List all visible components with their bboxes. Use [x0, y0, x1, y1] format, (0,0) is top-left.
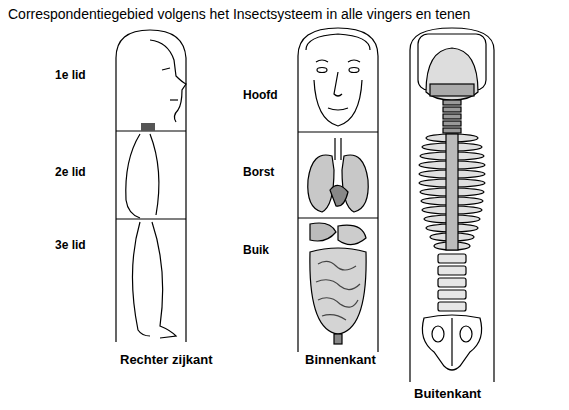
- intestines-outline: [310, 248, 366, 334]
- region-label: Borst: [243, 165, 274, 179]
- skull-base: [430, 84, 474, 96]
- outer-view-finger: [410, 28, 494, 382]
- arm-outline: [150, 134, 159, 215]
- lumbar-vertebrae: [438, 254, 466, 311]
- eye: [349, 68, 359, 73]
- finger-outline: [116, 30, 186, 342]
- finger-outline: [410, 28, 494, 382]
- finger-outline: [298, 28, 378, 352]
- diagram-title: Correspondentiegebied volgens het Insect…: [8, 6, 470, 22]
- region-label: Buik: [243, 243, 269, 257]
- pelvis-hole: [460, 326, 472, 342]
- arm-outline: [126, 134, 140, 218]
- mouth: [328, 108, 348, 110]
- view-caption: Buitenkant: [414, 386, 481, 401]
- skull: [426, 48, 478, 100]
- cervical-vertebrae: [443, 100, 461, 133]
- vertebral-bodies: [446, 134, 458, 250]
- side-view-finger: [116, 30, 186, 342]
- nose: [334, 72, 342, 96]
- leg-outline: [152, 222, 176, 338]
- sacrum-line: [451, 318, 452, 366]
- mouth: [170, 99, 178, 100]
- eye: [317, 68, 327, 73]
- intestine-coils: [316, 261, 360, 320]
- jaw-line: [314, 80, 362, 126]
- heart: [330, 185, 348, 206]
- rectum: [334, 334, 342, 344]
- neck-mark: [141, 123, 155, 131]
- leg-outline: [132, 222, 150, 336]
- joint-line: [298, 131, 378, 132]
- pelvis-hole: [432, 326, 444, 342]
- view-caption: Rechter zijkant: [120, 352, 212, 367]
- inner-view-finger: [298, 28, 378, 352]
- pelvis: [422, 315, 481, 370]
- hair-line: [306, 34, 370, 50]
- eyebrow: [162, 68, 170, 70]
- right-lung: [342, 155, 368, 212]
- joint-line: [298, 217, 378, 218]
- region-label: Hoofd: [243, 88, 278, 102]
- liver: [310, 223, 336, 241]
- stomach: [338, 225, 366, 244]
- segment-label: 2e lid: [55, 165, 86, 179]
- segment-label: 3e lid: [55, 238, 86, 252]
- left-lung: [308, 155, 334, 212]
- eyebrows: [316, 60, 360, 62]
- joint-line: [116, 218, 186, 219]
- segment-label: 1e lid: [55, 68, 86, 82]
- view-caption: Binnenkant: [305, 352, 376, 367]
- trachea: [335, 138, 341, 160]
- ribs: [419, 134, 485, 250]
- face-profile: [150, 40, 186, 122]
